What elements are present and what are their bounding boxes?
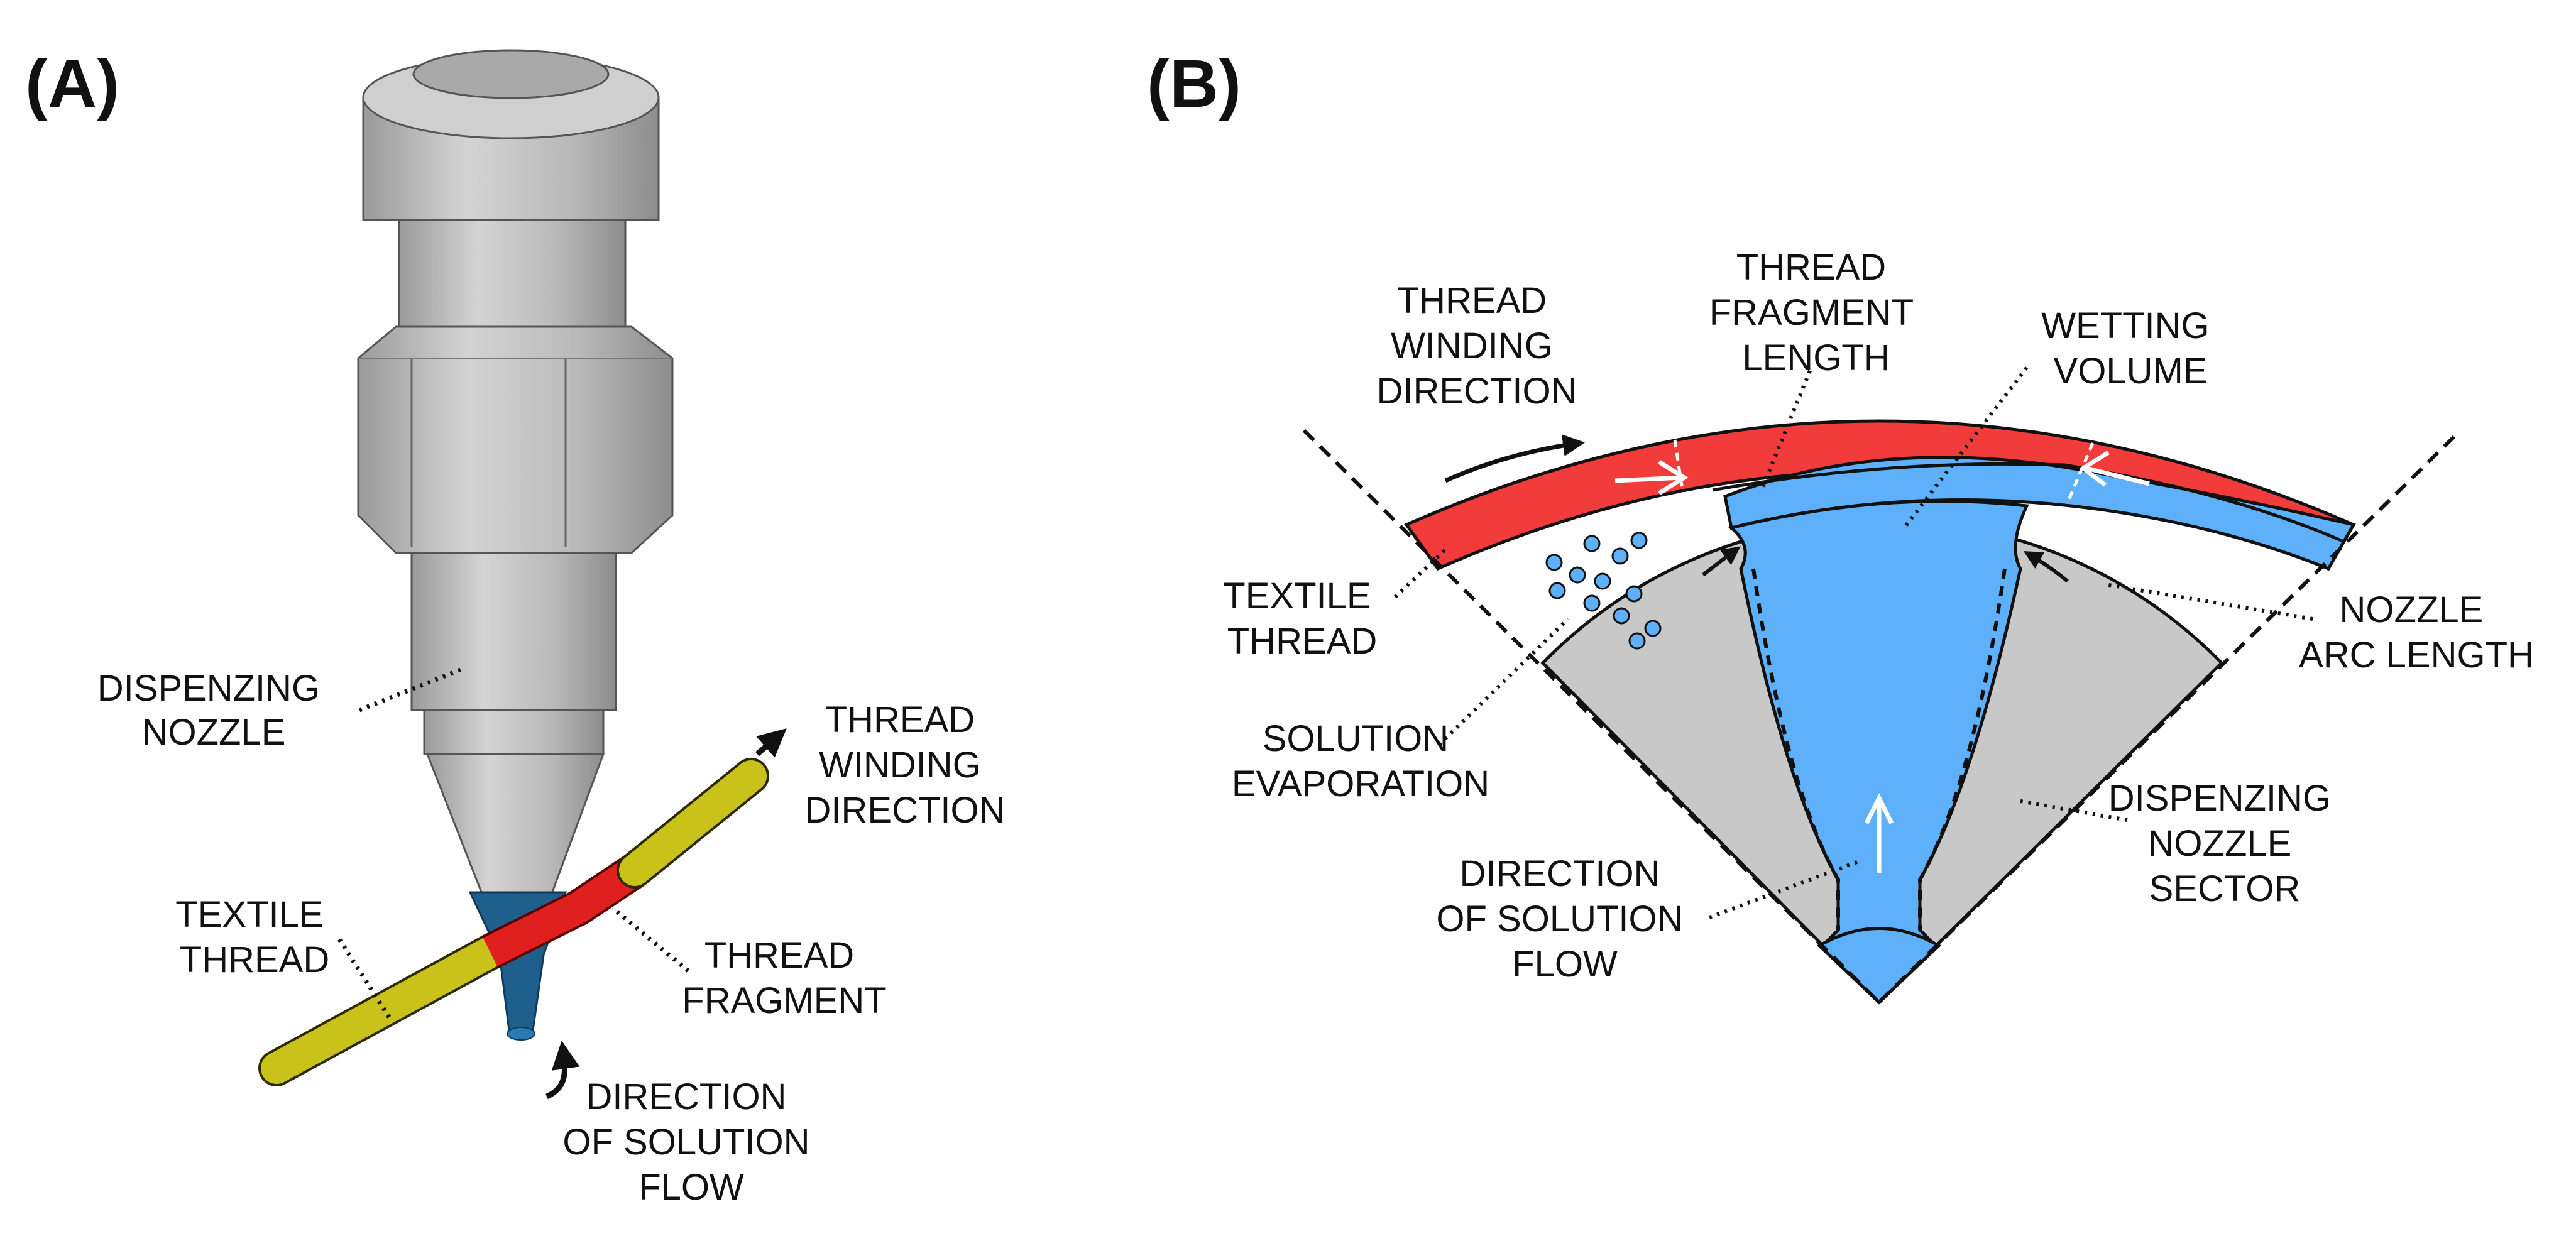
label-textile-thread-b: TEXTILE THREAD: [1223, 576, 1381, 662]
label-wetting-volume-b: WETTING VOLUME: [2041, 305, 2220, 391]
dispensing-nozzle-illustration: [357, 49, 674, 1041]
panel-b: (B): [1147, 45, 2534, 1005]
label-thread-fragment-a: THREAD FRAGMENT: [682, 935, 886, 1021]
solution-flow-column: [1728, 500, 2029, 948]
winding-direction-arrow-b: [1444, 434, 1585, 483]
panel-a-tag: (A): [25, 45, 119, 121]
solution-flow-arrow-a: [545, 1041, 580, 1100]
panel-b-tag: (B): [1147, 45, 1241, 121]
label-thread-fragment-length-b: THREAD FRAGMENT LENGTH: [1709, 247, 1924, 378]
label-dispensing-nozzle-a: DISPENZING NOZZLE: [97, 668, 331, 753]
label-thread-winding-direction-a: THREAD WINDING DIRECTION: [805, 699, 1006, 831]
panel-a: (A): [25, 45, 1006, 1208]
label-textile-thread-a: TEXTILE THREAD: [175, 894, 333, 980]
label-solution-evaporation-b: SOLUTION EVAPORATION: [1232, 718, 1489, 804]
label-thread-winding-direction-b: THREAD WINDING DIRECTION: [1377, 280, 1577, 412]
label-direction-of-solution-flow-a: DIRECTION OF SOLUTION FLOW: [562, 1076, 819, 1208]
label-nozzle-arc-length-b: NOZZLE ARC LENGTH: [2299, 589, 2534, 675]
evaporation-droplets: [1545, 532, 1662, 650]
winding-direction-arrow-a: [755, 728, 787, 758]
label-direction-of-solution-flow-b: DIRECTION OF SOLUTION FLOW: [1436, 853, 1693, 985]
label-dispensing-nozzle-sector-b: DISPENZING NOZZLE SECTOR: [2108, 778, 2342, 909]
